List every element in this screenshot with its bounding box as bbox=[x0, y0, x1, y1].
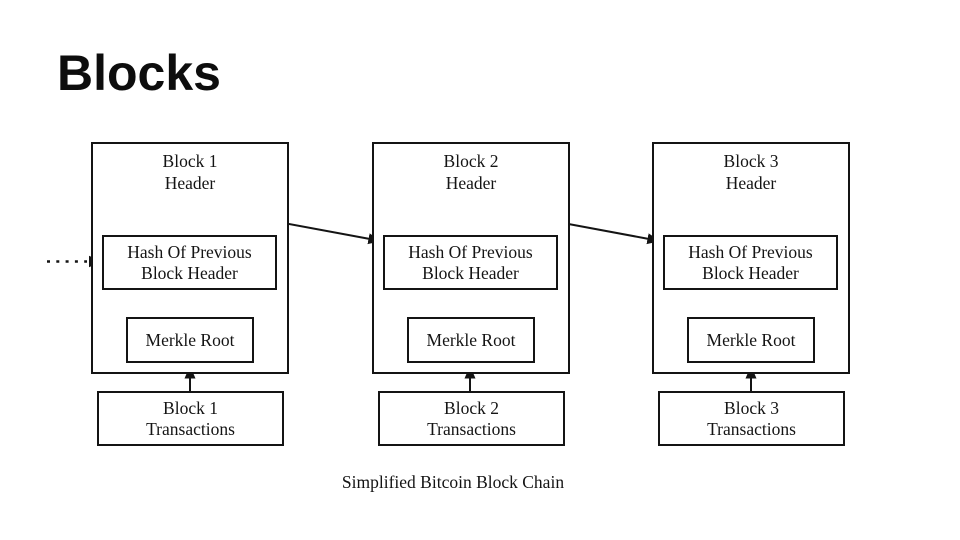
page-title: Blocks bbox=[57, 45, 221, 101]
block-3-transactions-line1: Block 3 bbox=[724, 397, 779, 418]
block-3-prev-hash-line2: Block Header bbox=[702, 262, 799, 283]
diagram-caption: Simplified Bitcoin Block Chain bbox=[341, 472, 565, 492]
block-3-prev-hash-box: Hash Of Previous Block Header bbox=[663, 235, 838, 290]
block-1-prev-hash-line1: Hash Of Previous bbox=[127, 241, 252, 262]
block-2-transactions-line1: Block 2 bbox=[444, 397, 499, 418]
block-2-prev-hash-box: Hash Of Previous Block Header bbox=[383, 235, 558, 290]
block-2-header-line2: Header bbox=[445, 173, 497, 193]
block-2-prev-hash-line2: Block Header bbox=[422, 262, 519, 283]
block-1-header-line1: Block 1 bbox=[162, 151, 218, 171]
block-1-transactions-line1: Block 1 bbox=[163, 397, 218, 418]
block-2-transactions-line2: Transactions bbox=[427, 418, 516, 439]
block-2-group: Block 2 Header Hash Of Previous Block He… bbox=[372, 142, 570, 446]
block-2-header-line1: Block 2 bbox=[443, 151, 499, 171]
block-1-transactions-box: Block 1 Transactions bbox=[97, 391, 284, 446]
block-2-prev-hash-line1: Hash Of Previous bbox=[408, 241, 533, 262]
block-1-transactions-line2: Transactions bbox=[146, 418, 235, 439]
block-1-merkle-root-label: Merkle Root bbox=[145, 329, 235, 350]
block-1-header-box: Block 1 Header Hash Of Previous Block He… bbox=[91, 142, 289, 374]
block-2-header-label: Block 2 Header bbox=[374, 150, 568, 194]
block-3-header-line1: Block 3 bbox=[723, 151, 779, 171]
block-1-group: Block 1 Header Hash Of Previous Block He… bbox=[91, 142, 289, 446]
block-2-merkle-root-label: Merkle Root bbox=[426, 329, 516, 350]
block-1-merkle-root-box: Merkle Root bbox=[126, 317, 254, 363]
block-1-prev-hash-line2: Block Header bbox=[141, 262, 238, 283]
block-3-group: Block 3 Header Hash Of Previous Block He… bbox=[652, 142, 850, 446]
block-3-merkle-root-label: Merkle Root bbox=[706, 329, 796, 350]
block-1-header-line2: Header bbox=[164, 173, 216, 193]
block-1-header-label: Block 1 Header bbox=[93, 150, 287, 194]
block-2-merkle-root-box: Merkle Root bbox=[407, 317, 535, 363]
block-3-header-box: Block 3 Header Hash Of Previous Block He… bbox=[652, 142, 850, 374]
block-3-transactions-box: Block 3 Transactions bbox=[658, 391, 845, 446]
block-2-transactions-box: Block 2 Transactions bbox=[378, 391, 565, 446]
block-3-header-line2: Header bbox=[725, 173, 777, 193]
block-3-prev-hash-line1: Hash Of Previous bbox=[688, 241, 813, 262]
block-2-header-box: Block 2 Header Hash Of Previous Block He… bbox=[372, 142, 570, 374]
block-1-prev-hash-box: Hash Of Previous Block Header bbox=[102, 235, 277, 290]
block-3-merkle-root-box: Merkle Root bbox=[687, 317, 815, 363]
block-3-transactions-line2: Transactions bbox=[707, 418, 796, 439]
block-3-header-label: Block 3 Header bbox=[654, 150, 848, 194]
